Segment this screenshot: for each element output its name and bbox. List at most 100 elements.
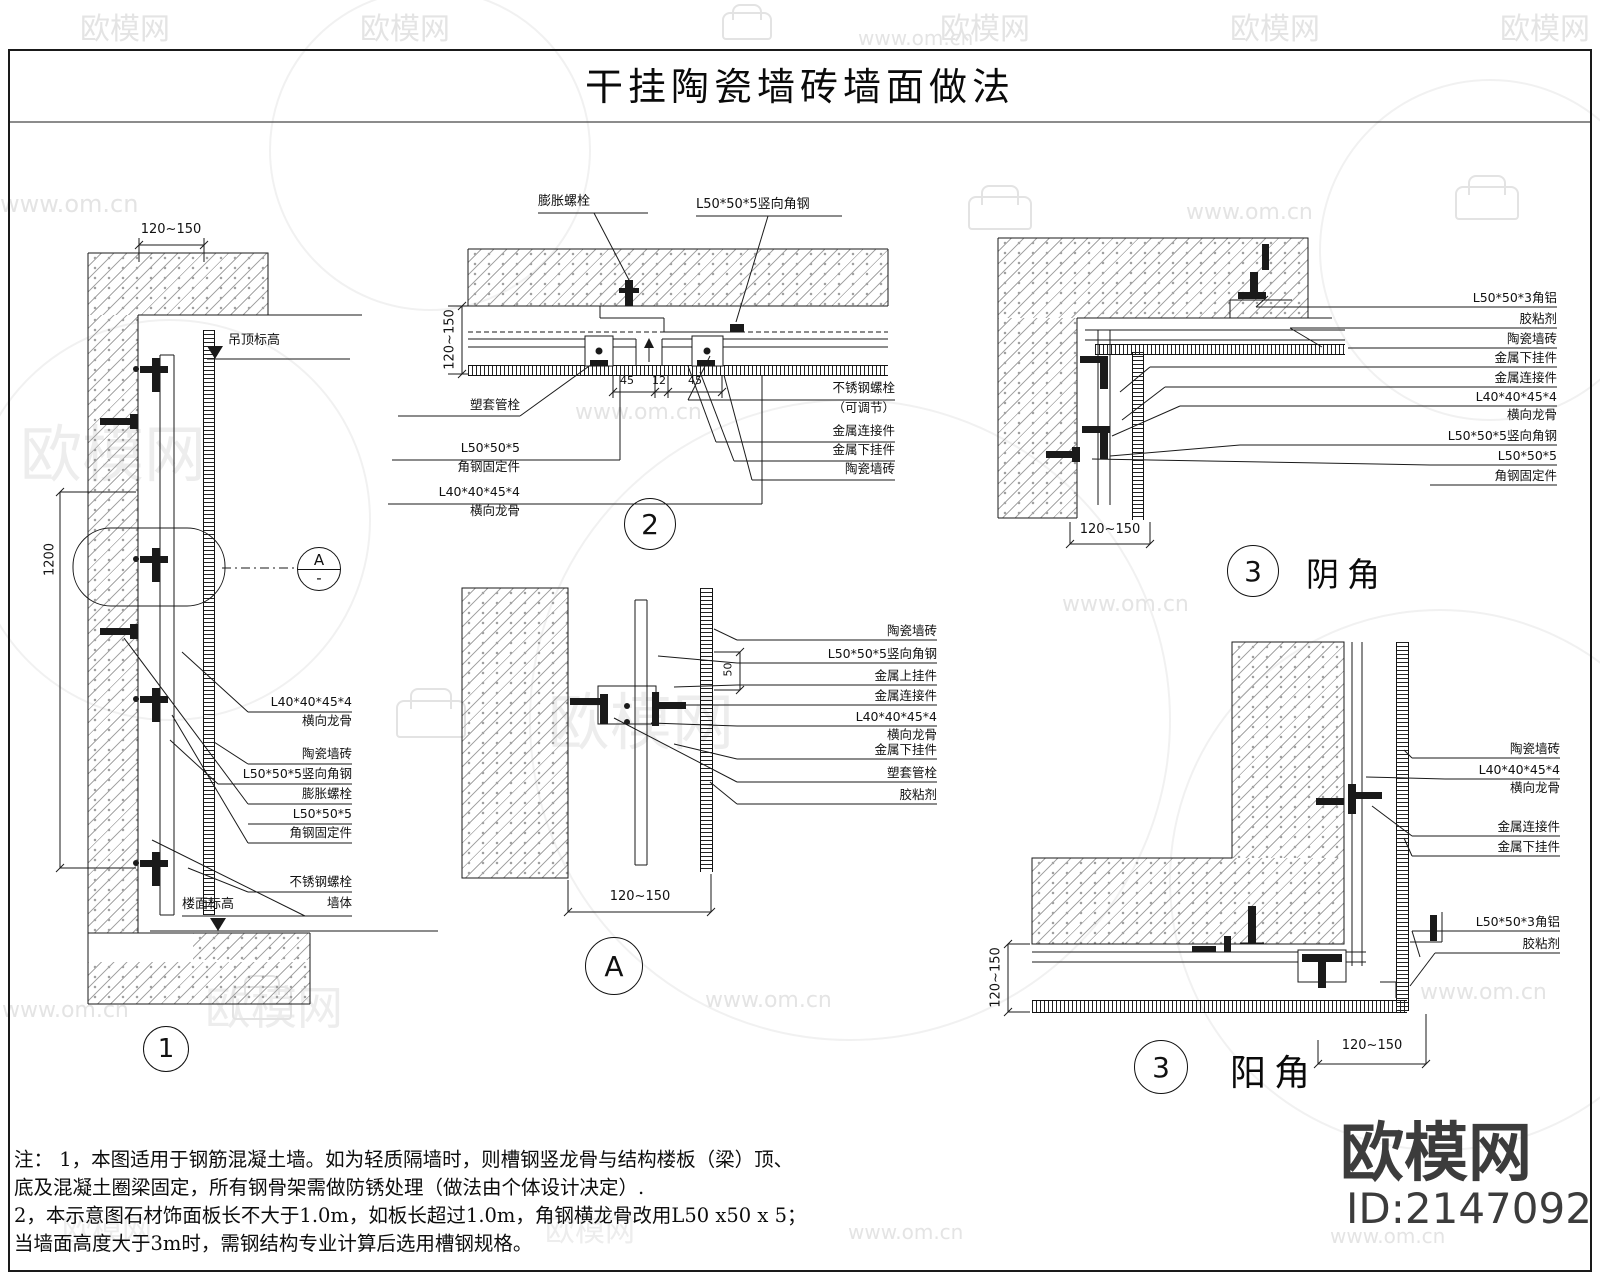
detail-title: 阳角 (1230, 1053, 1319, 1094)
leader-label: 陶瓷墙砖 (886, 623, 937, 638)
watermark-logo: 欧模网 (940, 12, 1030, 47)
tile-layer (203, 330, 215, 915)
leader-label: L50*50*5竖向角钢 (696, 197, 810, 212)
leader-label: L40*40*45*4 (1475, 389, 1557, 404)
concrete-hatch (88, 962, 310, 1004)
section-sub: - (316, 568, 322, 587)
tile-layer (700, 588, 713, 872)
leader-label: 金属下挂件 (1494, 350, 1557, 365)
tile-layer (1396, 642, 1409, 1011)
concrete-hatch (1232, 642, 1344, 858)
leader-label: 金属下挂件 (874, 742, 937, 757)
dimension-text: 120~150 (442, 309, 458, 370)
leader-label: L50*50*5 (1497, 448, 1557, 463)
watermark-logo: 欧模网 (1230, 12, 1320, 47)
watermark-url: www.om.cn (1330, 1224, 1446, 1248)
sofa-icon (968, 185, 1032, 230)
leader-label: L40*40*45*4 (438, 484, 520, 499)
watermark-logo: 欧模网 (80, 12, 170, 47)
sofa-icon (722, 3, 772, 40)
leader-label: （可调节） (832, 400, 895, 415)
concrete-hatch (462, 588, 568, 878)
leader-label: L50*50*5 (460, 440, 520, 455)
leader-label: 横向龙骨 (301, 713, 352, 728)
joint-arrow-icon (644, 338, 654, 348)
leader-label: 金属连接件 (1494, 370, 1557, 385)
watermark-url: www.om.cn (0, 190, 139, 218)
watermark-url: www.om.cn (575, 400, 702, 425)
leader-label: L50*50*5竖向角钢 (827, 646, 937, 661)
brand-logo: 欧模网 (1340, 1117, 1532, 1191)
leader-label: 胶粘剂 (1522, 936, 1560, 951)
detail-title: 阴角 (1306, 555, 1388, 594)
leader-label: L40*40*45*4 (270, 694, 352, 709)
dimension-text: 120~150 (1341, 1038, 1403, 1053)
dimension-text: 1200 (42, 542, 58, 577)
section-cut-marker: A - (297, 547, 341, 591)
leader-label: 陶瓷墙砖 (844, 461, 895, 476)
leader-label: 金属连接件 (832, 423, 895, 438)
leader-label: 横向龙骨 (469, 503, 520, 518)
dimension-text: 120~150 (609, 889, 671, 904)
dimension-text: 45 (688, 374, 702, 387)
leader-label: 角钢固定件 (289, 825, 352, 840)
watermark-url: www.om.cn (705, 988, 832, 1013)
leader-label: 塑套管栓 (469, 397, 520, 412)
leader-label: 不锈钢螺栓 (289, 874, 352, 889)
watermark-url: www.om.cn (1186, 200, 1313, 225)
leader-label: 横向龙骨 (1509, 780, 1560, 795)
leader-label: 陶瓷墙砖 (1509, 741, 1560, 756)
leader-label: L50*50*5竖向角钢 (1447, 428, 1557, 443)
level-triangle-icon (207, 346, 223, 359)
watermark-logo: 欧模网 (1500, 12, 1590, 47)
tile-layer (1095, 344, 1345, 355)
leader-label: 金属下挂件 (1497, 839, 1560, 854)
watermark-url: www.om.cn (858, 26, 974, 50)
concrete-hatch (468, 249, 888, 306)
brand-id: ID:2147092 (1346, 1184, 1592, 1233)
dimension-text: 12 (652, 374, 666, 387)
leader-label: L40*40*45*4 (855, 709, 937, 724)
level-label: 楼面标高 (182, 897, 235, 912)
detail-number-circle: 1 (143, 1026, 189, 1072)
sofa-icon (1455, 175, 1519, 220)
leader-label: L50*50*5 (292, 806, 352, 821)
tile-layer (1032, 1000, 1407, 1013)
detail-number-circle: 2 (624, 498, 676, 550)
concrete-hatch (88, 253, 268, 315)
leader-label: L50*50*3角铝 (1475, 914, 1560, 929)
watermark-url: www.om.cn (1062, 592, 1189, 617)
leader-label: 角钢固定件 (457, 459, 520, 474)
detail-number-circle: 3 (1134, 1040, 1188, 1094)
leader-label: 墙体 (326, 895, 352, 910)
watermark-logo: 欧模网 (360, 12, 450, 47)
dimension-text: 120~150 (988, 947, 1004, 1008)
level-triangle-icon (210, 918, 226, 931)
leader-label: L50*50*5竖向角钢 (242, 766, 352, 781)
leader-label: 金属上挂件 (874, 668, 937, 683)
leader-label: 胶粘剂 (1519, 311, 1557, 326)
concrete-hatch (193, 933, 310, 960)
watermark-logo: 欧模网 (545, 1214, 635, 1249)
note-line: 注： 1，本图适用于钢筋混凝土墙。如为轻质隔墙时，则槽钢竖龙骨与结构楼板（梁）顶… (14, 1148, 794, 1171)
leader-label: 金属下挂件 (832, 442, 895, 457)
leader-label: 角钢固定件 (1494, 468, 1557, 483)
dimension-text: 50 (721, 662, 735, 677)
concrete-hatch (998, 318, 1077, 518)
concrete-hatch (1032, 858, 1344, 944)
leader-label: 金属连接件 (1497, 819, 1560, 834)
leader-label: 横向龙骨 (886, 727, 937, 742)
page-title: 干挂陶瓷墙砖墙面做法 (584, 65, 1015, 109)
tile-layer (468, 365, 888, 376)
watermark-url: www.om.cn (1420, 980, 1547, 1005)
detail-letter-circle: A (585, 937, 643, 995)
watermark-logo: 欧模网 (62, 1214, 152, 1249)
leader-label: 陶瓷墙砖 (1506, 331, 1557, 346)
leader-label: 陶瓷墙砖 (301, 746, 352, 761)
leader-label: 膨胀螺栓 (301, 786, 352, 801)
detail-number-circle: 3 (1227, 545, 1279, 597)
dimension-text: 120~150 (1079, 522, 1141, 537)
dimension-text: 120~150 (140, 222, 202, 237)
